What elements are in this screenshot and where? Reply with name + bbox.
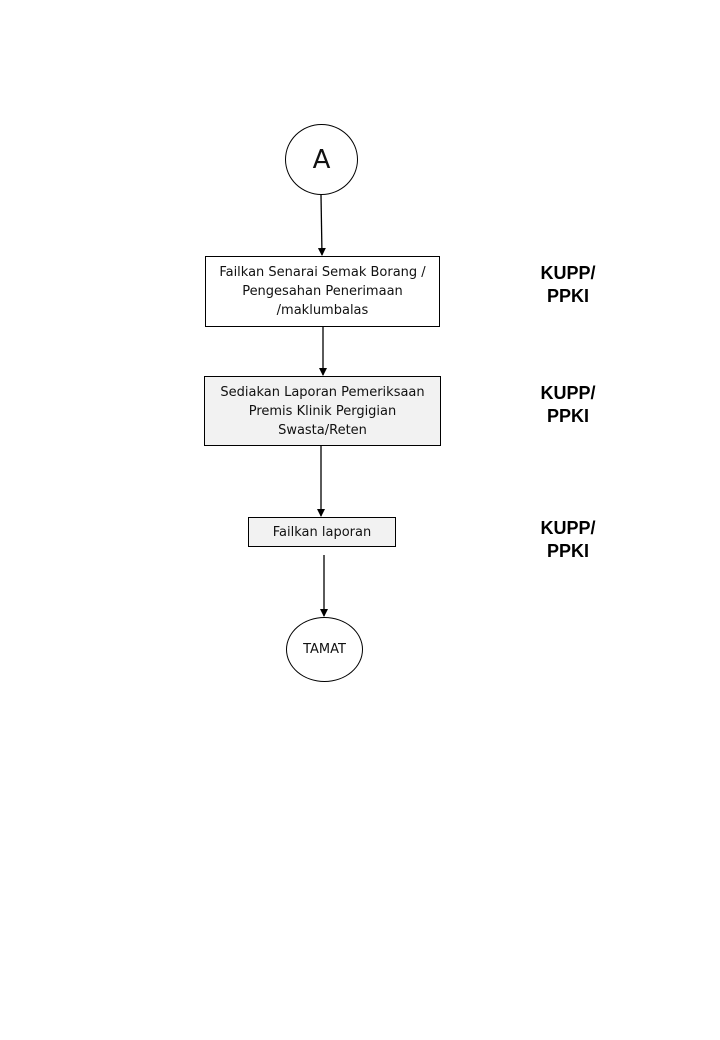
end-terminator: TAMAT bbox=[286, 617, 363, 682]
start-connector-label: A bbox=[312, 144, 331, 175]
end-terminator-label: TAMAT bbox=[303, 642, 346, 657]
arrow-a-to-step-1 bbox=[317, 194, 326, 256]
process-step-2-label: Sediakan Laporan Pemeriksaan Premis Klin… bbox=[220, 384, 425, 438]
responsible-step-3: KUPP/ PPKI bbox=[540, 518, 596, 561]
responsible-step-2: KUPP/ PPKI bbox=[540, 383, 596, 426]
start-connector-a: A bbox=[285, 124, 358, 195]
process-step-3: Failkan laporan bbox=[248, 517, 396, 547]
responsible-step-1: KUPP/ PPKI bbox=[540, 263, 596, 306]
process-step-3-label: Failkan laporan bbox=[272, 524, 372, 540]
process-step-1-label: Failkan Senarai Semak Borang / Pengesaha… bbox=[219, 265, 426, 318]
process-step-1: Failkan Senarai Semak Borang / Pengesaha… bbox=[205, 256, 440, 327]
process-step-2: Sediakan Laporan Pemeriksaan Premis Klin… bbox=[204, 376, 441, 446]
